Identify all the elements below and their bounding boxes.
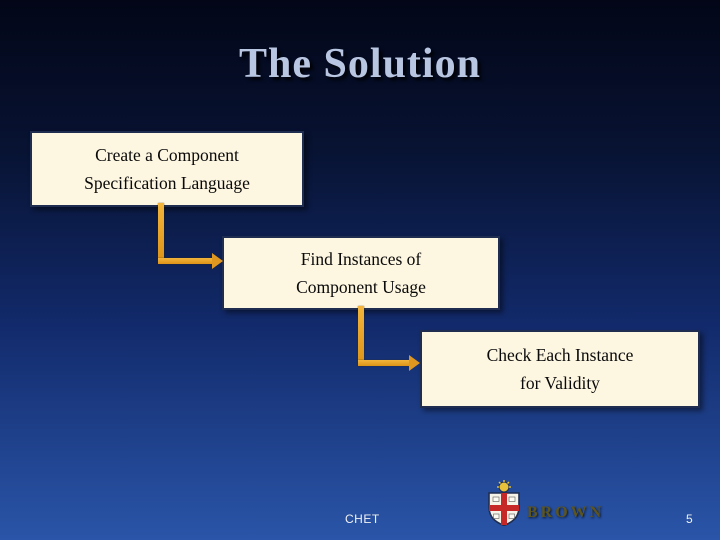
flow-box-check-validity-label: Check Each Instance for Validity bbox=[486, 345, 634, 393]
connector-2-vertical bbox=[358, 306, 364, 366]
flow-arrow-icon bbox=[212, 253, 223, 269]
brown-logo-wordmark: BROWN bbox=[527, 503, 605, 521]
flow-arrow-icon bbox=[409, 355, 420, 371]
slide-title: The Solution bbox=[239, 41, 481, 87]
connector-1-horizontal bbox=[158, 258, 214, 264]
connector-1-vertical bbox=[158, 203, 164, 263]
flow-box-check-validity: Check Each Instance for Validity bbox=[420, 330, 700, 408]
flow-box-find-instances: Find Instances of Component Usage bbox=[222, 236, 500, 310]
flow-box-create-language-label: Create a Component Specification Languag… bbox=[84, 145, 250, 193]
brown-university-crest-icon bbox=[487, 480, 521, 531]
flow-box-find-instances-label: Find Instances of Component Usage bbox=[296, 249, 426, 297]
footer-label: CHET bbox=[345, 512, 380, 526]
brown-logo: BROWN bbox=[487, 480, 604, 531]
connector-2-horizontal bbox=[358, 360, 410, 366]
flow-box-create-language: Create a Component Specification Languag… bbox=[30, 131, 304, 207]
page-number: 5 bbox=[686, 512, 693, 526]
